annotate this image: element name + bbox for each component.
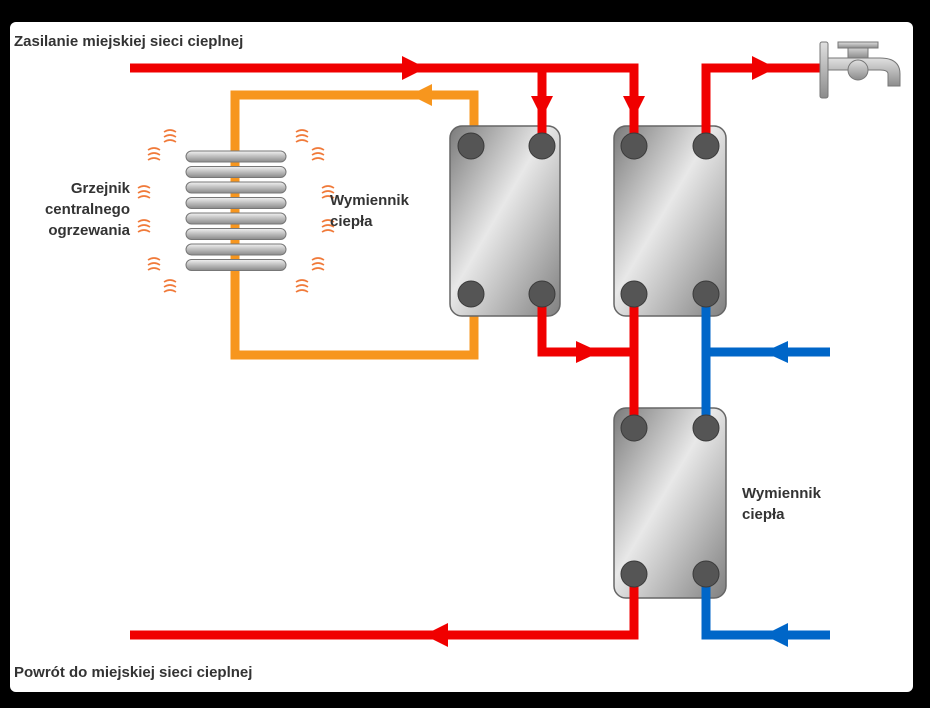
heat-wave [163,284,177,288]
heat-wave [137,195,151,199]
heat-exchanger-a [449,125,561,317]
radiator-label-line3: ogrzewania [48,222,130,239]
heat-wave [311,262,325,266]
heat-wave [321,190,335,194]
supply-arrow-down-a [531,96,553,118]
heat-wave [321,195,335,199]
radiator-fin [185,197,287,209]
radiator-fin [185,166,287,178]
exchanger-label-a: Wymiennik ciepła [330,192,410,230]
return-label: Powrót do miejskiej sieci cieplnej [14,664,252,681]
heat-wave [163,289,177,293]
exchanger-port [620,414,648,442]
cold-arrow-left-upper [764,341,788,363]
junction-arrow-right [576,341,600,363]
heat-wave [311,257,325,261]
heat-wave [147,147,161,151]
exchanger-port [620,280,648,308]
heat-wave [321,219,335,223]
radiator-label-line1: Grzejnik [71,180,131,197]
heat-wave [321,229,335,233]
return-arrow-left [424,623,448,647]
heat-wave [163,139,177,143]
cold-arrow-left-lower [764,623,788,647]
heating-loop-pipe [230,84,479,360]
heat-wave [137,219,151,223]
heat-wave [137,229,151,233]
heat-wave [137,185,151,189]
exchanger-port [457,132,485,160]
radiator-label: Grzejnik centralnego ogrzewania [45,180,131,239]
exchanger-label-a-line2: ciepła [330,213,373,230]
heat-wave [321,224,335,228]
radiator-fin [185,259,287,271]
heat-wave [295,289,309,293]
exchanger-port [692,414,720,442]
heat-wave [147,157,161,161]
heat-exchanger-b [613,125,727,317]
heat-wave [137,190,151,194]
tap-arrow-right [752,56,776,80]
radiator-fin [185,150,287,163]
radiator-fin [185,212,287,225]
exchanger-port [692,560,720,588]
exchanger-label-b-line2: ciepła [742,506,785,523]
radiator-fin [185,181,287,194]
radiator-fin [185,228,287,240]
return-pipe [130,292,639,640]
heating-loop-arrow [410,84,432,106]
exchanger-label-b-line1: Wymiennik [742,485,822,502]
faucet-icon [819,41,901,99]
exchanger-port [457,280,485,308]
radiator-icon [137,129,335,293]
heat-wave [163,279,177,283]
heat-wave [147,152,161,156]
supply-arrow-down-b [623,96,645,118]
exchanger-port [620,560,648,588]
heat-wave [147,267,161,271]
heat-exchanger-c [613,407,727,599]
heat-wave [311,152,325,156]
supply-label: Zasilanie miejskiej sieci cieplnej [14,33,243,50]
heat-wave [147,262,161,266]
heat-wave [321,185,335,189]
exchanger-port [528,280,556,308]
heat-wave [311,157,325,161]
exchanger-label-b: Wymiennik ciepła [742,485,822,523]
heat-wave [295,279,309,283]
exchanger-label-a-line1: Wymiennik [330,192,410,209]
exchanger-port [692,132,720,160]
heat-wave [311,147,325,151]
heat-wave [295,284,309,288]
heat-wave [295,139,309,143]
heat-wave [295,134,309,138]
radiator-label-line2: centralnego [45,201,130,218]
exchanger-ports [457,132,720,588]
heat-wave [137,224,151,228]
exchanger-port [528,132,556,160]
heat-wave [295,129,309,133]
supply-arrow-right [402,56,426,80]
exchanger-port [692,280,720,308]
flow-arrows [402,56,788,647]
radiator-fin [185,243,287,256]
heat-wave [311,267,325,271]
heat-wave [163,129,177,133]
heat-wave [147,257,161,261]
heat-wave [163,134,177,138]
exchanger-port [620,132,648,160]
